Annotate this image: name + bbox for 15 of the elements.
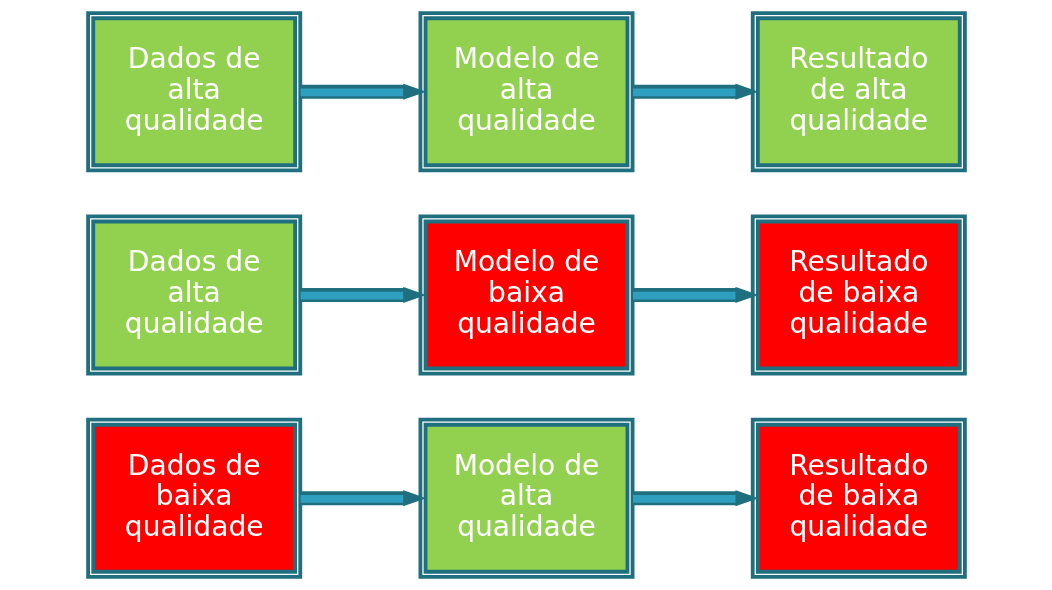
node-box: Resultado de alta qualidade <box>750 11 967 173</box>
node-box: Dados de baixa qualidade <box>85 417 302 579</box>
node-box: Modelo de alta qualidade <box>418 11 634 173</box>
node-box: Dados de alta qualidade <box>85 214 302 376</box>
arrow <box>632 286 758 304</box>
arrow <box>300 490 426 507</box>
node-box: Dados de alta qualidade <box>85 11 302 173</box>
arrow <box>632 83 758 100</box>
arrow <box>300 286 426 304</box>
node-box: Resultado de baixa qualidade <box>750 417 967 579</box>
node-box: Modelo de alta qualidade <box>418 417 634 579</box>
node-box: Modelo de baixa qualidade <box>418 214 634 376</box>
arrow <box>632 490 758 507</box>
arrow <box>300 83 426 100</box>
node-box: Resultado de baixa qualidade <box>750 214 967 376</box>
